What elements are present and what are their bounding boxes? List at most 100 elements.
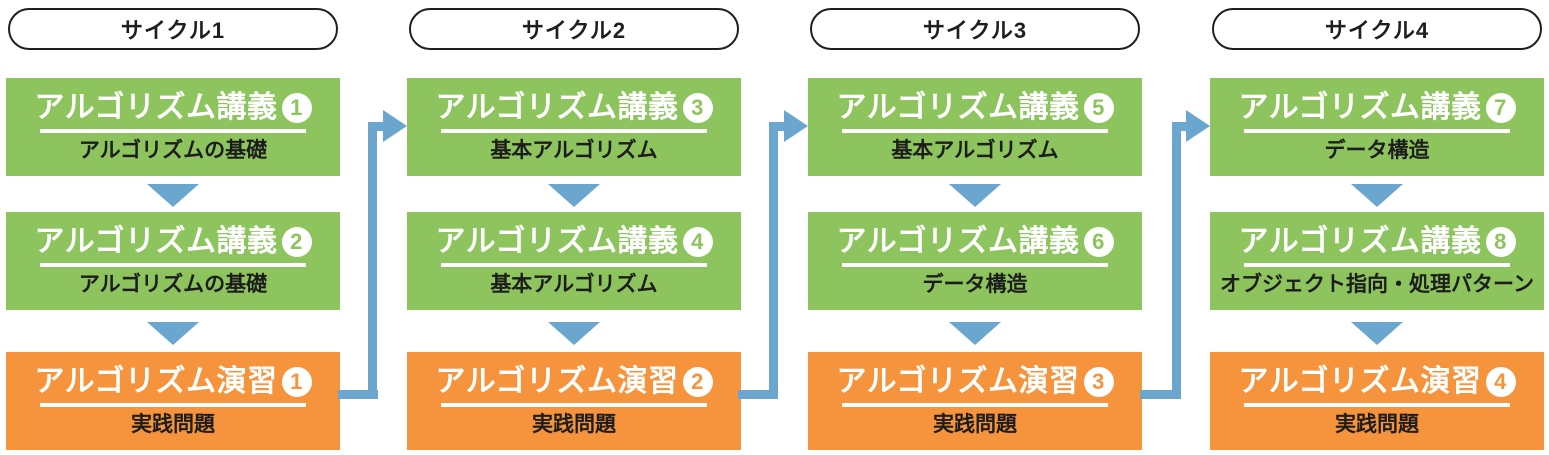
down-arrow-icon (548, 184, 600, 207)
connector-3-top-segment (1172, 122, 1191, 131)
box-title: アルゴリズム演習 2 (435, 365, 713, 398)
exercise-box-1: アルゴリズム演習 1 実践問題 (6, 352, 340, 450)
title-underline (1244, 129, 1510, 133)
connector-2-top-segment (769, 122, 789, 131)
step-number-badge: 1 (281, 93, 312, 123)
down-arrow-icon (147, 322, 199, 345)
box-subtitle: 基本アルゴリズム (490, 273, 658, 296)
exercise-box-4: アルゴリズム演習 4 実践問題 (1210, 352, 1544, 450)
box-title-text: アルゴリズム演習 (1238, 365, 1482, 398)
box-subtitle: 実践問題 (933, 413, 1017, 436)
title-underline (1244, 403, 1510, 407)
connector-3-bottom-segment (1140, 390, 1181, 399)
box-subtitle: 実践問題 (532, 413, 616, 436)
box-title: アルゴリズム講義 3 (435, 91, 713, 124)
step-number-badge: 7 (1485, 93, 1516, 123)
box-subtitle: 実践問題 (1335, 413, 1419, 436)
lecture-box-3: アルゴリズム講義 3 基本アルゴリズム (407, 78, 741, 176)
box-title-text: アルゴリズム講義 (1238, 225, 1482, 258)
step-number-badge: 3 (682, 93, 713, 123)
box-title-text: アルゴリズム演習 (34, 365, 278, 398)
lecture-box-1: アルゴリズム講義 1 アルゴリズムの基礎 (6, 78, 340, 176)
cycle-3-label-pill: サイクル3 (810, 8, 1140, 50)
cycle-1-label-pill: サイクル1 (8, 8, 338, 50)
box-title-text: アルゴリズム講義 (836, 225, 1080, 258)
step-number-badge: 2 (682, 367, 713, 397)
lecture-box-7: アルゴリズム講義 7 データ構造 (1210, 78, 1544, 176)
box-title-text: アルゴリズム講義 (435, 91, 679, 124)
connector-3-vertical-segment (1172, 122, 1181, 399)
cycle-2-label-pill: サイクル2 (409, 8, 739, 50)
box-title: アルゴリズム講義 1 (34, 91, 312, 124)
cycle-3-label: サイクル3 (922, 18, 1028, 43)
title-underline (441, 403, 707, 407)
lecture-box-2: アルゴリズム講義 2 アルゴリズムの基礎 (6, 212, 340, 310)
title-underline (1244, 263, 1510, 267)
title-underline (842, 403, 1108, 407)
exercise-box-2: アルゴリズム演習 2 実践問題 (407, 352, 741, 450)
box-title-text: アルゴリズム講義 (34, 225, 278, 258)
cycle-4-column: サイクル4 アルゴリズム講義 7 データ構造 アルゴリズム講義 8 オブジェクト… (1210, 0, 1544, 455)
box-title-text: アルゴリズム演習 (435, 365, 679, 398)
step-number-badge: 6 (1083, 227, 1114, 257)
connector-1-bottom-segment (338, 390, 378, 399)
step-number-badge: 1 (281, 367, 312, 397)
connector-3-arrowhead-icon (1186, 110, 1210, 142)
exercise-box-3: アルゴリズム演習 3 実践問題 (808, 352, 1142, 450)
box-title: アルゴリズム講義 6 (836, 225, 1114, 258)
connector-1-vertical-segment (368, 122, 377, 399)
box-title: アルゴリズム講義 2 (34, 225, 312, 258)
cycle-4-label: サイクル4 (1324, 18, 1430, 43)
connector-2-bottom-segment (738, 390, 778, 399)
box-subtitle: 実践問題 (131, 413, 215, 436)
cycle-2-label: サイクル2 (521, 18, 627, 43)
box-subtitle: アルゴリズムの基礎 (78, 139, 268, 162)
box-subtitle: 基本アルゴリズム (891, 139, 1059, 162)
connector-1-top-segment (368, 122, 388, 131)
box-title-text: アルゴリズム講義 (1238, 91, 1482, 124)
down-arrow-icon (1351, 322, 1403, 345)
title-underline (842, 129, 1108, 133)
box-title: アルゴリズム講義 8 (1238, 225, 1516, 258)
step-number-badge: 3 (1083, 367, 1114, 397)
cycle-1-column: サイクル1 アルゴリズム講義 1 アルゴリズムの基礎 アルゴリズム講義 2 アル… (6, 0, 340, 455)
step-number-badge: 4 (682, 227, 713, 257)
connector-2-arrowhead-icon (784, 110, 808, 142)
title-underline (40, 129, 306, 133)
lecture-box-5: アルゴリズム講義 5 基本アルゴリズム (808, 78, 1142, 176)
lecture-box-8: アルゴリズム講義 8 オブジェクト指向・処理パターン (1210, 212, 1544, 310)
box-title: アルゴリズム演習 1 (34, 365, 312, 398)
step-number-badge: 2 (281, 227, 312, 257)
lecture-box-6: アルゴリズム講義 6 データ構造 (808, 212, 1142, 310)
down-arrow-icon (1351, 184, 1403, 207)
down-arrow-icon (548, 322, 600, 345)
box-subtitle: オブジェクト指向・処理パターン (1220, 273, 1534, 296)
box-title-text: アルゴリズム講義 (34, 91, 278, 124)
box-title: アルゴリズム演習 4 (1238, 365, 1516, 398)
step-number-badge: 5 (1083, 93, 1114, 123)
box-title-text: アルゴリズム演習 (836, 365, 1080, 398)
box-title-text: アルゴリズム講義 (435, 225, 679, 258)
box-subtitle: データ構造 (1324, 139, 1430, 162)
title-underline (40, 263, 306, 267)
down-arrow-icon (147, 184, 199, 207)
cycle-1-label: サイクル1 (120, 18, 226, 43)
title-underline (441, 263, 707, 267)
connector-2-vertical-segment (769, 122, 778, 399)
box-title: アルゴリズム講義 7 (1238, 91, 1516, 124)
box-title-text: アルゴリズム講義 (836, 91, 1080, 124)
cycle-3-column: サイクル3 アルゴリズム講義 5 基本アルゴリズム アルゴリズム講義 6 データ… (808, 0, 1142, 455)
down-arrow-icon (949, 184, 1001, 207)
box-title: アルゴリズム演習 3 (836, 365, 1114, 398)
title-underline (842, 263, 1108, 267)
connector-1-arrowhead-icon (383, 110, 407, 142)
cycle-4-label-pill: サイクル4 (1212, 8, 1542, 50)
box-subtitle: 基本アルゴリズム (490, 139, 658, 162)
title-underline (40, 403, 306, 407)
box-subtitle: データ構造 (922, 273, 1028, 296)
box-title: アルゴリズム講義 5 (836, 91, 1114, 124)
step-number-badge: 4 (1485, 367, 1516, 397)
cycle-2-column: サイクル2 アルゴリズム講義 3 基本アルゴリズム アルゴリズム講義 4 基本ア… (407, 0, 741, 455)
title-underline (441, 129, 707, 133)
